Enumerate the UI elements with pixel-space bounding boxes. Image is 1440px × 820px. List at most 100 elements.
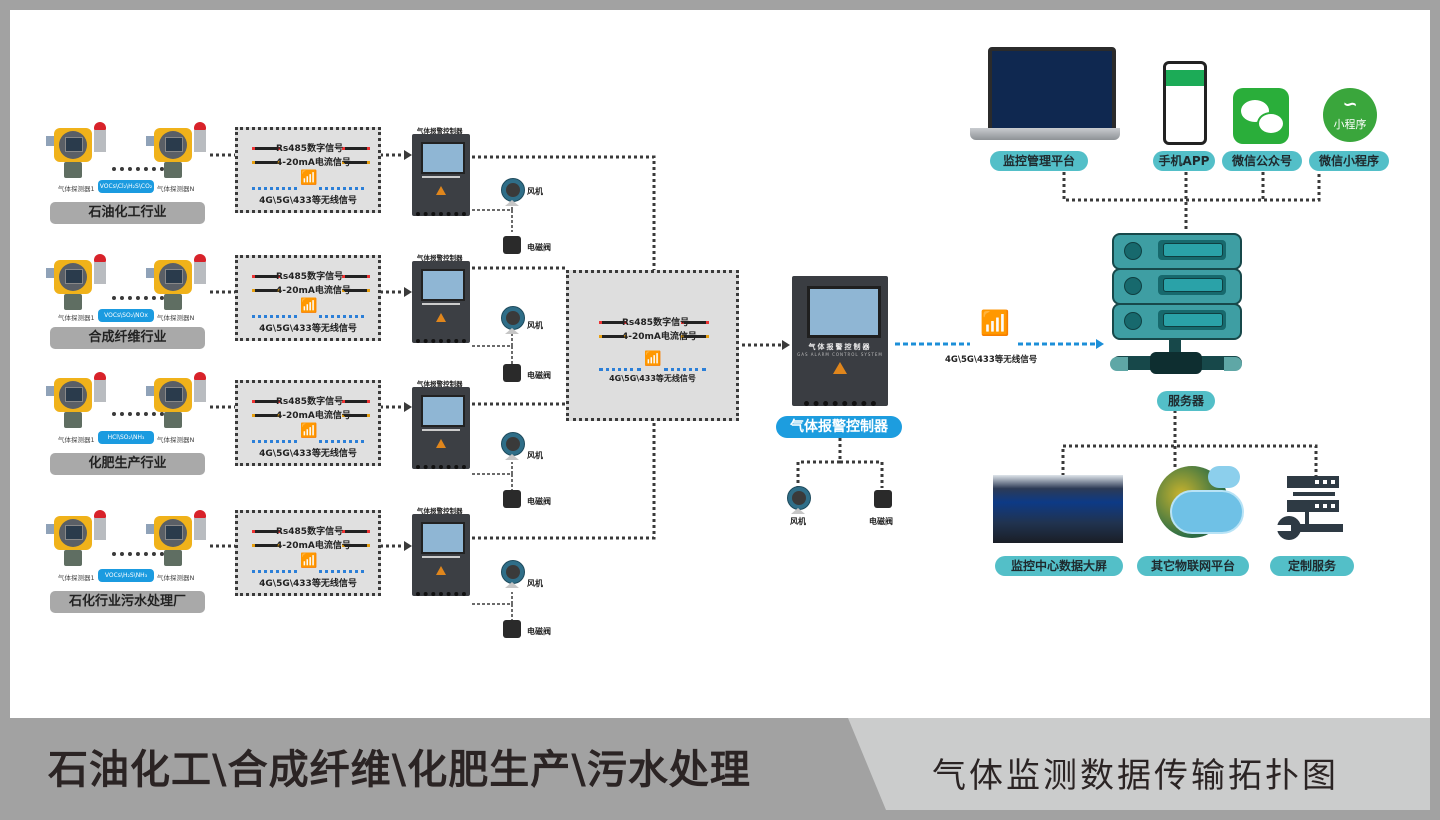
fan-label: 风机 (790, 517, 806, 526)
ellipsis-dots (112, 412, 164, 416)
gas-detector-icon (46, 254, 108, 314)
fan-label: 风机 (527, 451, 543, 460)
valve-label: 电磁阀 (527, 627, 551, 636)
detector-label: 气体探测器1 (58, 436, 95, 444)
valve-label: 电磁阀 (869, 517, 893, 526)
gas-detector-icon (146, 372, 208, 432)
fan-icon (501, 432, 525, 456)
gas-detector-icon (146, 510, 208, 570)
client-label[interactable]: 微信小程序 (1309, 151, 1389, 171)
valve-label: 电磁阀 (527, 371, 551, 380)
aggregation-signal-box: Rs485数字信号 4-20mA电流信号 📶 4G\5G\433等无线信号 (566, 270, 739, 421)
gas-type-badge: VOCs\SO₂\NOx (98, 309, 154, 322)
ellipsis-dots (112, 552, 164, 556)
rs485-label: Rs485数字信号 (276, 144, 344, 154)
panel-title: 气体报警控制器 (808, 343, 872, 351)
panel-subtitle: GAS ALARM CONTROL SYSTEM (797, 352, 883, 357)
controller-title: 气体报警控制器 (417, 507, 463, 515)
gas-detector-icon (146, 254, 208, 314)
main-controller-label: 气体报警控制器 (776, 416, 902, 438)
alarm-controller-icon (412, 134, 470, 216)
mini-program-icon-text: 小程序 (1333, 118, 1367, 131)
gas-detector-icon (46, 510, 108, 570)
detector-label: 气体探测器1 (58, 574, 95, 582)
phone-icon (1163, 61, 1207, 145)
wireless-label: 4G\5G\433等无线信号 (259, 324, 357, 334)
banner-left-panel (10, 718, 890, 810)
solenoid-valve-icon (868, 490, 898, 508)
detector-label: 气体探测器N (157, 185, 195, 193)
server-label: 服务器 (1157, 391, 1215, 411)
custom-service-icon (1277, 476, 1343, 540)
rs485-label: Rs485数字信号 (276, 272, 344, 282)
controller-title: 气体报警控制器 (417, 127, 463, 135)
fan-icon (501, 306, 525, 330)
rs485-label: Rs485数字信号 (276, 527, 344, 537)
current-signal-label: 4-20mA电流信号 (276, 541, 351, 551)
valve-label: 电磁阀 (527, 497, 551, 506)
gas-detector-icon (46, 372, 108, 432)
wireless-label: 4G\5G\433等无线信号 (259, 196, 357, 206)
client-label[interactable]: 微信公众号 (1222, 151, 1302, 171)
antenna-icon: 📶 (300, 170, 318, 186)
rs485-label: Rs485数字信号 (622, 318, 690, 328)
client-label[interactable]: 监控管理平台 (990, 151, 1088, 171)
ellipsis-dots (112, 167, 164, 171)
antenna-icon: 📶 (300, 553, 318, 569)
industry-label: 石油化工行业 (50, 202, 205, 224)
antenna-icon: 📶 (644, 351, 662, 367)
alarm-controller-icon (412, 261, 470, 343)
service-label[interactable]: 监控中心数据大屏 (995, 556, 1123, 576)
signal-box: Rs485数字信号 4-20mA电流信号 📶 4G\5G\433等无线信号 (235, 510, 381, 596)
valve-label: 电磁阀 (527, 243, 551, 252)
gas-type-badge: VOCs\Cl₂\H₂S\CO₂ (98, 180, 154, 193)
current-signal-label: 4-20mA电流信号 (276, 286, 351, 296)
industry-label: 合成纤维行业 (50, 327, 205, 349)
wechat-icon (1233, 88, 1289, 144)
uplink-antenna-icon: 📶 (980, 309, 1010, 337)
signal-box: Rs485数字信号 4-20mA电流信号 📶 4G\5G\433等无线信号 (235, 255, 381, 341)
solenoid-valve-icon (497, 620, 527, 638)
alarm-controller-icon (412, 514, 470, 596)
wireless-label: 4G\5G\433等无线信号 (259, 449, 357, 459)
detector-label: 气体探测器N (157, 436, 195, 444)
industry-label: 石化行业污水处理厂 (50, 591, 205, 613)
fan-icon (501, 560, 525, 584)
fan-label: 风机 (527, 321, 543, 330)
page-subtitle: 气体监测数据传输拓扑图 (932, 756, 1339, 796)
uplink-label: 4G\5G\433等无线信号 (945, 355, 1038, 365)
current-signal-label: 4-20mA电流信号 (622, 332, 697, 342)
ellipsis-dots (112, 296, 164, 300)
antenna-icon: 📶 (300, 298, 318, 314)
wireless-label: 4G\5G\433等无线信号 (259, 579, 357, 589)
current-signal-label: 4-20mA电流信号 (276, 158, 351, 168)
detector-label: 气体探测器N (157, 314, 195, 322)
gas-detector-icon (146, 122, 208, 182)
detector-label: 气体探测器1 (58, 314, 95, 322)
gas-detector-icon (46, 122, 108, 182)
controller-title: 气体报警控制器 (417, 380, 463, 388)
monitor-center-icon (993, 475, 1123, 543)
industry-label: 化肥生产行业 (50, 453, 205, 475)
solenoid-valve-icon (497, 364, 527, 382)
page-title: 石油化工\合成纤维\化肥生产\污水处理 (48, 747, 751, 793)
alarm-controller-icon (412, 387, 470, 469)
main-alarm-controller-icon: 气体报警控制器 GAS ALARM CONTROL SYSTEM (792, 276, 888, 406)
antenna-icon: 📶 (300, 423, 318, 439)
service-label[interactable]: 其它物联网平台 (1137, 556, 1249, 576)
controller-title: 气体报警控制器 (417, 254, 463, 262)
detector-label: 气体探测器1 (58, 185, 95, 193)
fan-icon (787, 486, 811, 510)
client-label[interactable]: 手机APP (1153, 151, 1215, 171)
service-label[interactable]: 定制服务 (1270, 556, 1354, 576)
current-signal-label: 4-20mA电流信号 (276, 411, 351, 421)
fan-label: 风机 (527, 187, 543, 196)
gas-type-badge: VOCs\H₂S\NH₃ (98, 569, 154, 582)
wireless-label: 4G\5G\433等无线信号 (609, 374, 696, 383)
detector-label: 气体探测器N (157, 574, 195, 582)
rs485-label: Rs485数字信号 (276, 397, 344, 407)
signal-box: Rs485数字信号 4-20mA电流信号 📶 4G\5G\433等无线信号 (235, 127, 381, 213)
gas-type-badge: HCl\SO₂\NH₃ (98, 431, 154, 444)
fan-icon (501, 178, 525, 202)
solenoid-valve-icon (497, 236, 527, 254)
